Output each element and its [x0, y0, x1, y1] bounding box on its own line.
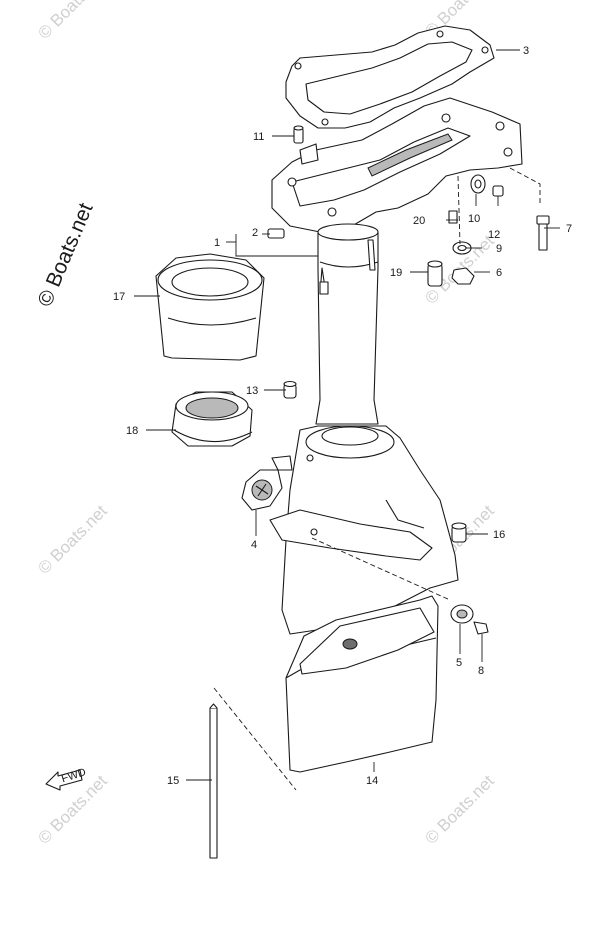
part-6-nut	[451, 267, 475, 285]
part-5-grommet	[450, 604, 474, 624]
part-11-dowel-pin	[293, 125, 304, 144]
part-20-screw	[448, 210, 458, 224]
part-3-gasket	[285, 25, 495, 129]
part-15-stud-bolt	[209, 703, 218, 859]
part-19-collar	[427, 260, 443, 287]
part-2-fitting	[267, 228, 285, 239]
callout-18: 18	[126, 425, 138, 437]
callout-2: 2	[252, 227, 258, 239]
callout-5: 5	[456, 657, 462, 669]
part-14-lower-cover	[285, 595, 439, 773]
callout-16: 16	[493, 529, 505, 541]
watermark-top-left: © Boats.net	[34, 0, 111, 43]
callout-20: 20	[413, 215, 425, 227]
callout-11: 11	[253, 131, 264, 143]
watermark-bottom-right: © Boats.net	[421, 771, 498, 848]
callout-12: 12	[488, 229, 500, 241]
callout-9: 9	[496, 243, 502, 255]
part-1-drive-shaft-housing	[315, 223, 379, 425]
part-8-screw	[473, 621, 489, 635]
callout-13: 13	[246, 385, 258, 397]
part-12-plug	[492, 185, 504, 197]
part-4-cover-plate	[241, 455, 293, 511]
callout-4: 4	[251, 539, 257, 551]
callout-17: 17	[113, 291, 125, 303]
exhaust-manifold-block	[271, 97, 523, 233]
part-17-sleeve	[155, 253, 265, 361]
callout-labels: 1 2 3 4 5 6 7 8 9 10 11 12 13 14 15 16 1…	[113, 45, 572, 787]
callout-3: 3	[523, 45, 529, 57]
callout-14: 14	[366, 775, 378, 787]
callout-15: 15	[167, 775, 179, 787]
part-13-plug	[283, 380, 297, 399]
part-18-grommet	[171, 391, 253, 447]
watermark-mid-left: © Boats.net	[34, 501, 111, 578]
part-7-bolt	[536, 215, 550, 251]
part-16-bushing	[451, 522, 467, 543]
leader-lines	[134, 49, 560, 781]
callout-10: 10	[468, 213, 480, 225]
callout-1: 1	[214, 237, 220, 249]
lower-housing-casting	[269, 425, 459, 635]
watermark-main: © Boats.net	[33, 200, 97, 310]
fwd-direction-arrow: FWD	[45, 766, 88, 791]
part-10-washer	[470, 174, 486, 194]
callout-8: 8	[478, 665, 484, 677]
callout-19: 19	[390, 267, 402, 279]
callout-7: 7	[566, 223, 572, 235]
alignment-lines	[213, 167, 541, 791]
callout-6: 6	[496, 267, 502, 279]
